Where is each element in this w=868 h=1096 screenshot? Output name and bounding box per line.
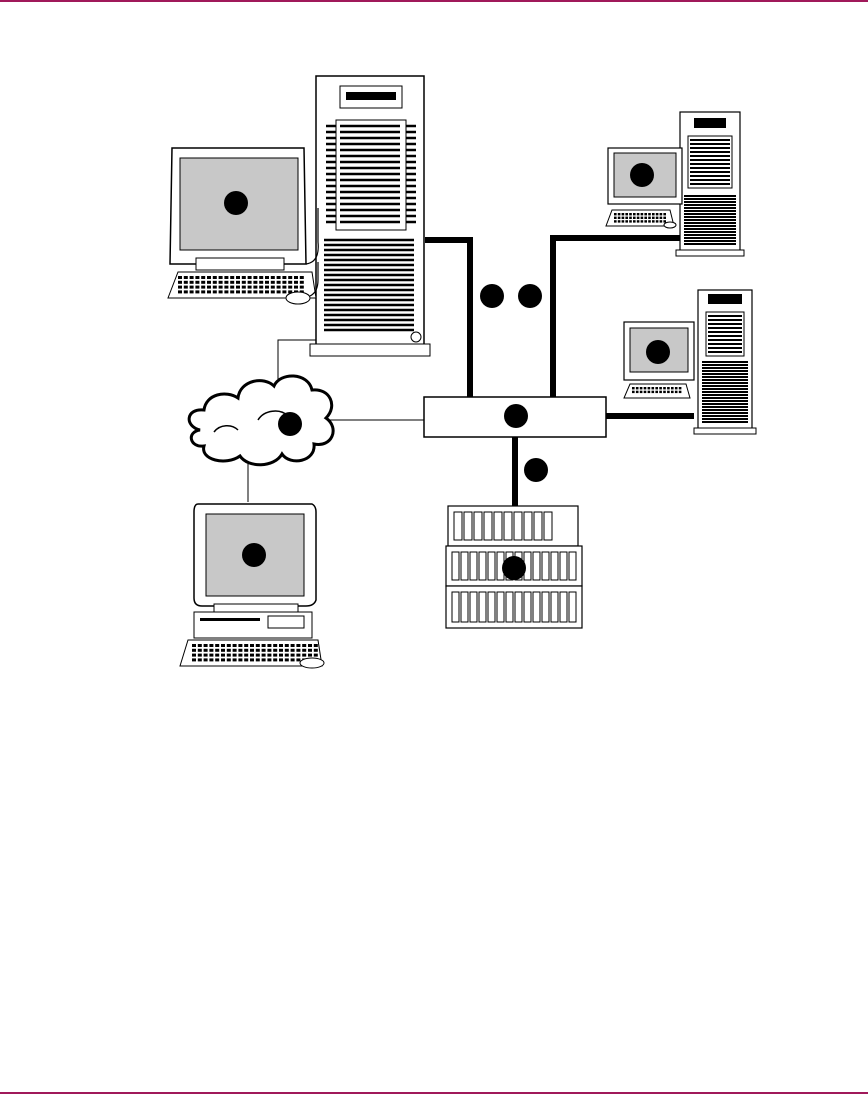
callout-host-monitor-1 [630,163,654,187]
callout-storage [502,556,526,580]
callout-network [278,412,302,436]
main-server-tower[interactable] [310,76,430,356]
host-1[interactable] [606,112,744,256]
callout-server-link-2 [518,284,542,308]
callout-storage-link [524,458,548,482]
client-workstation[interactable] [180,504,324,668]
server-to-switch-cable [425,240,470,397]
callout-switch [504,404,528,428]
client-mouse [300,658,324,668]
host-2[interactable] [624,290,756,434]
callout-client-monitor [242,543,266,567]
callout-server-link-1 [480,284,504,308]
network-cloud[interactable] [189,376,333,465]
admin-workstation[interactable] [168,148,318,304]
admin-mouse [286,292,310,304]
callout-host-monitor-2 [646,340,670,364]
callout-admin-monitor [224,191,248,215]
